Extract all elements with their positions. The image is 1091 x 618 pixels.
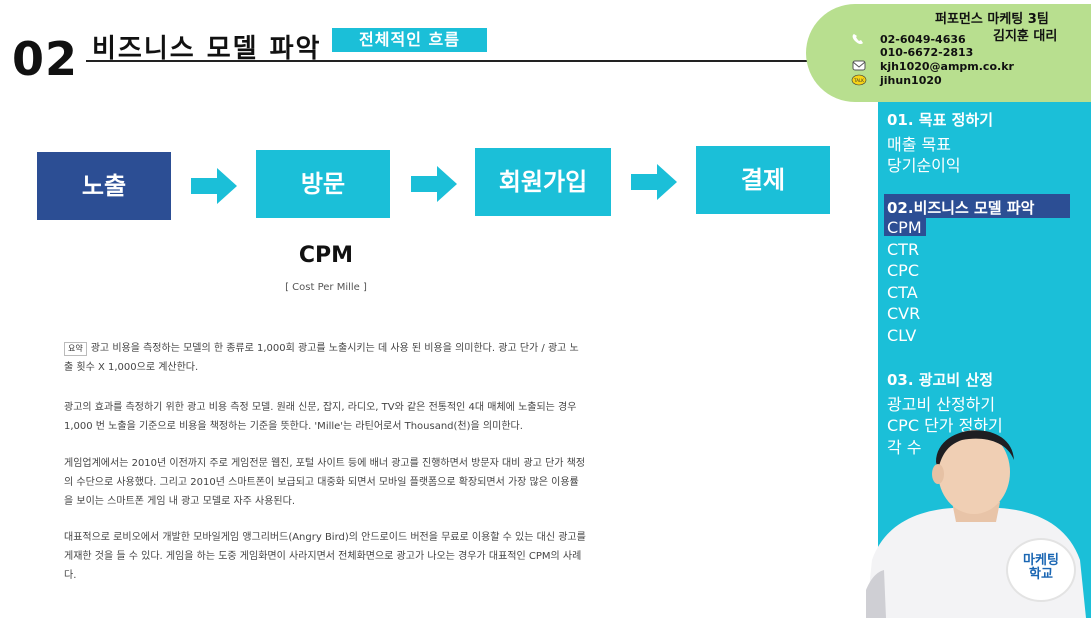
- toc-item-current: CPM: [887, 218, 922, 237]
- flow-step-exposure: 노출: [37, 152, 171, 220]
- toc-item: 매출 목표: [887, 135, 951, 154]
- arrow-right-icon: [191, 168, 237, 204]
- flow-step-signup: 회원가입: [475, 148, 611, 216]
- contact-email: kjh1020@ampm.co.kr: [880, 60, 1014, 73]
- contact-team: 퍼포먼스 마케팅 3팀: [935, 12, 1049, 27]
- toc-item: CLV: [887, 326, 917, 345]
- cpm-paragraph-1: 광고의 효과를 측정하기 위한 광고 비용 측정 모델. 원래 신문, 잡지, …: [64, 402, 577, 432]
- toc-item: CTR: [887, 240, 920, 259]
- logo-text: 마케팅 학교: [1006, 554, 1076, 582]
- kakao-icon: TALK: [851, 74, 867, 86]
- toc-section-3: 03. 광고비 산정: [887, 371, 994, 389]
- section-number: 02: [12, 32, 79, 86]
- toc-item: 당기순이익: [887, 156, 961, 175]
- toc-current-marker: [884, 218, 926, 236]
- toc-item: CPC: [887, 261, 919, 280]
- flow-step-visit: 방문: [256, 150, 390, 218]
- cpm-title: CPM: [298, 243, 354, 268]
- contact-phone2: 010-6672-2813: [880, 46, 974, 59]
- contact-phone1: 02-6049-4636: [880, 33, 966, 46]
- header-divider: [86, 60, 876, 62]
- summary-text: 광고 비용을 측정하는 모델의 한 종류로 1,000회 광고를 노출시키는 데…: [64, 343, 579, 373]
- toc-item: CVR: [887, 304, 921, 323]
- summary-tag: 요약: [64, 342, 87, 356]
- phone-icon: [852, 34, 863, 45]
- contact-kakao: jihun1020: [880, 74, 942, 87]
- flow-step-payment: 결제: [696, 146, 830, 214]
- logo-line-1: 마케팅: [1023, 553, 1059, 568]
- contact-card: [806, 4, 1091, 102]
- arrow-right-icon: [631, 164, 677, 200]
- section-title: 비즈니스 모델 파악: [92, 34, 322, 64]
- section-badge: 전체적인 흐름: [332, 28, 487, 52]
- cpm-paragraph-2: 게임업계에서는 2010년 이전까지 주로 게임전문 웹진, 포털 사이트 등에…: [64, 458, 586, 507]
- svg-text:TALK: TALK: [853, 78, 864, 83]
- toc-section-1: 01. 목표 정하기: [887, 111, 994, 129]
- logo-line-2: 학교: [1029, 567, 1053, 582]
- toc-highlight: [884, 194, 1070, 218]
- toc-item: 각 수: [887, 438, 922, 457]
- toc-section-2: 02.비즈니스 모델 파악: [887, 199, 1035, 217]
- toc-item: 광고비 산정하기: [887, 395, 996, 414]
- cpm-paragraph-3: 대표적으로 로비오에서 개발한 모바일게임 앵그리버드(Angry Bird)의…: [64, 532, 586, 581]
- cpm-subtitle: [ Cost Per Mille ]: [285, 282, 367, 293]
- contact-name: 김지훈 대리: [993, 29, 1058, 44]
- arrow-right-icon: [411, 166, 457, 202]
- toc-item: CTA: [887, 283, 918, 302]
- school-logo: [1006, 538, 1076, 602]
- email-icon: [852, 60, 866, 71]
